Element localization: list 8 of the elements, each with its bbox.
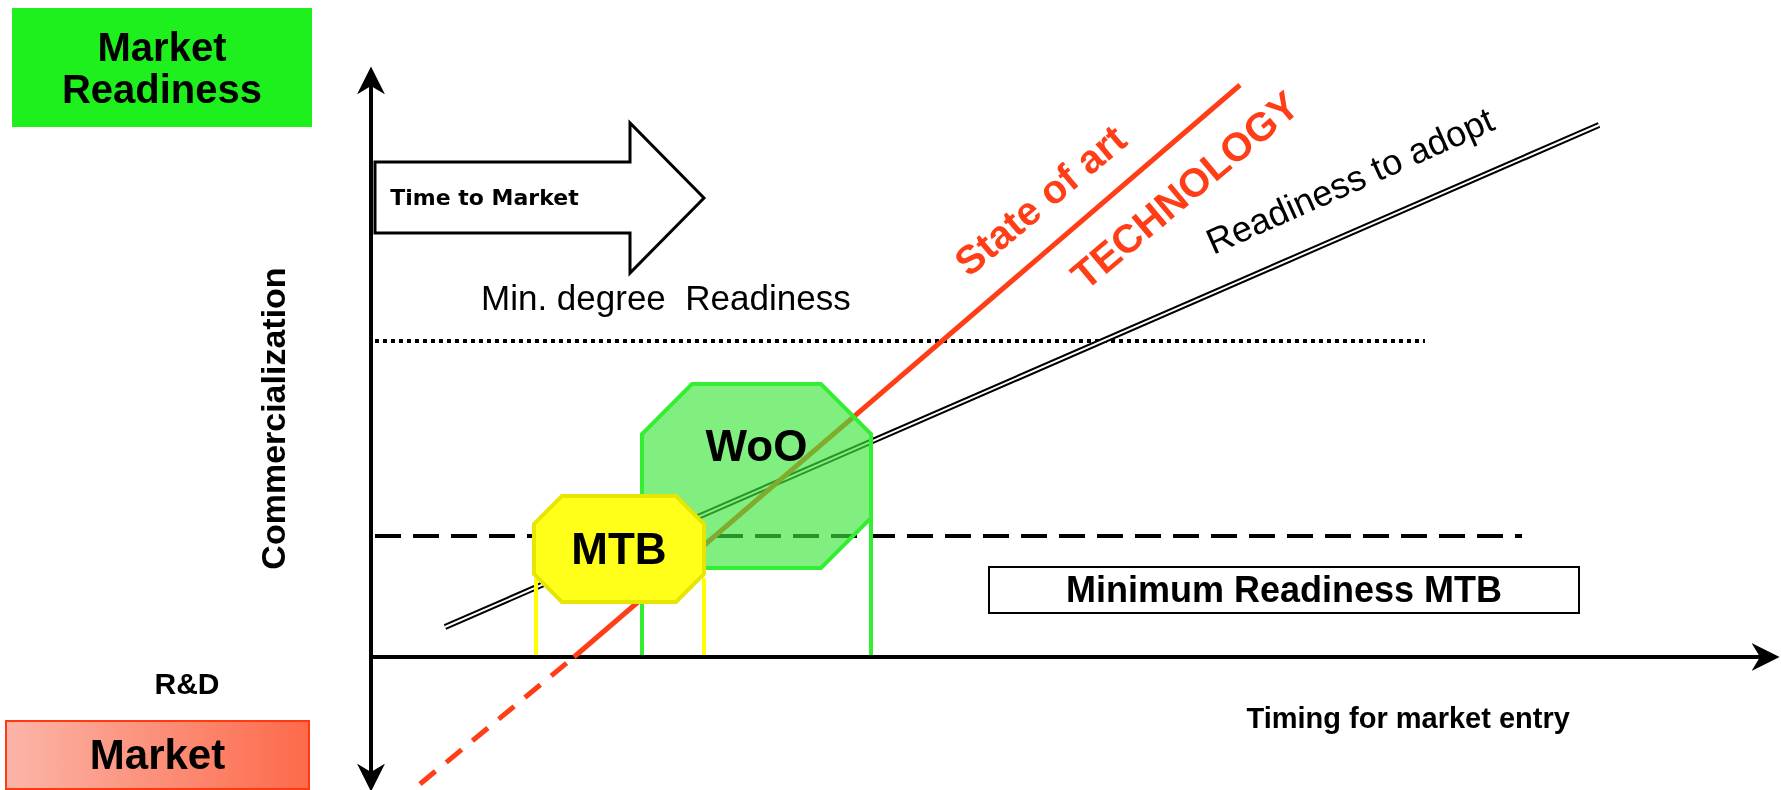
axis-title: Commercialization — [253, 266, 293, 570]
label-box: Minimum Readiness MTB — [988, 566, 1580, 614]
axis-title: Timing for market entry — [1246, 701, 1570, 735]
heading-box: Market — [5, 720, 310, 790]
octagon: MTB — [534, 496, 704, 602]
heading-box: Market Readiness — [12, 8, 312, 127]
axis-label: R&D — [154, 667, 220, 701]
threshold-label: Min. degree Readiness — [481, 278, 851, 318]
